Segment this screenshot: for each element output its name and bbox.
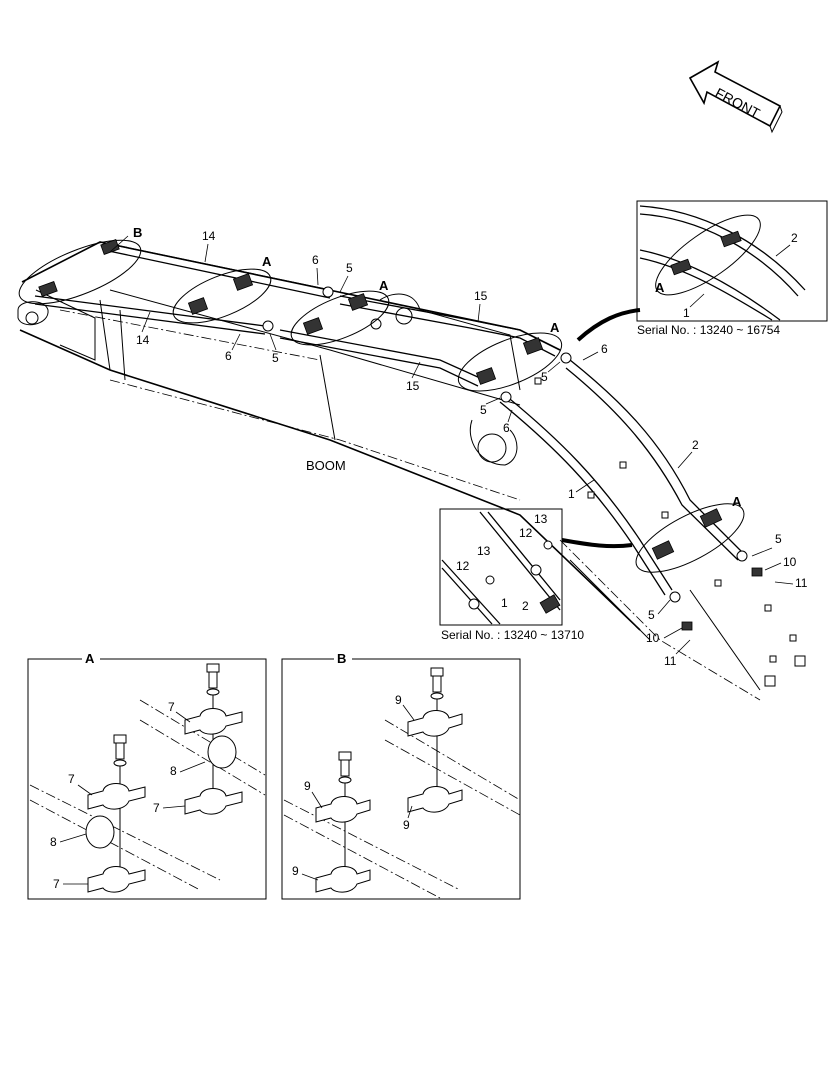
main-callouts: B 14 14 A 6 5 A 6 5 15 15 A 6 5 5 6 2 1 … — [109, 225, 808, 668]
callout-5-4: 5 — [480, 403, 487, 417]
callout-6-2: 6 — [225, 349, 232, 363]
detail-a-callout-7c: 7 — [68, 772, 75, 786]
detail-a-callout-7a: 7 — [168, 700, 175, 714]
callout-a-2: A — [379, 278, 389, 293]
callout-11-2: 11 — [664, 654, 677, 668]
inset-middle-callout-2: 2 — [522, 599, 529, 613]
callout-a-1: A — [262, 254, 272, 269]
boom-label: BOOM — [306, 458, 346, 473]
inset-middle-callout-12a: 12 — [519, 526, 533, 540]
callout-10-2: 10 — [646, 631, 660, 645]
inset-middle-callout-13b: 13 — [477, 544, 491, 558]
clamp-group-a2[interactable] — [284, 280, 395, 356]
front-arrow-icon: FRONT — [688, 60, 783, 134]
callout-5-2: 5 — [272, 351, 279, 365]
inset-middle-callout-12b: 12 — [456, 559, 470, 573]
callout-5-6: 5 — [648, 608, 655, 622]
detail-a-callout-7d: 7 — [53, 877, 60, 891]
detail-b-callout-9b: 9 — [304, 779, 311, 793]
inset-upper: 2 A 1 Serial No. : 13240 ~ 16754 — [576, 200, 828, 342]
callout-10-1: 10 — [783, 555, 797, 569]
detail-b-callout-9c: 9 — [403, 818, 410, 832]
callout-6-4: 6 — [503, 421, 510, 435]
inset-upper-callout-a: A — [655, 280, 665, 295]
callout-a-3: A — [550, 320, 560, 335]
inset-middle-callout-13a: 13 — [534, 512, 548, 526]
callout-6-3: 6 — [601, 342, 608, 356]
inset-upper-serial: Serial No. : 13240 ~ 16754 — [637, 323, 780, 337]
inset-middle-callout-1: 1 — [501, 596, 508, 610]
callout-15-top: 15 — [474, 289, 488, 303]
inset-middle-serial: Serial No. : 13240 ~ 13710 — [441, 628, 584, 642]
callout-2-main: 2 — [692, 438, 699, 452]
clamp-group-a4[interactable] — [627, 490, 754, 585]
inset-upper-callout-1: 1 — [683, 306, 690, 320]
clamp-group-a1[interactable] — [166, 258, 277, 334]
detail-b-box: B 9 9 9 9 — [281, 651, 521, 900]
detail-b-callout-9d: 9 — [292, 864, 299, 878]
detail-b-callout-9a: 9 — [395, 693, 402, 707]
callout-14-bottom: 14 — [136, 333, 150, 347]
callout-5-3: 5 — [541, 370, 548, 384]
callout-15-bottom: 15 — [406, 379, 420, 393]
callout-14-top: 14 — [202, 229, 216, 243]
callout-b-main: B — [133, 225, 142, 240]
pipe-lines — [34, 241, 746, 596]
detail-a-callout-7b: 7 — [153, 801, 160, 815]
clamp-group-a3[interactable] — [451, 321, 569, 403]
detail-a-title: A — [85, 651, 95, 666]
detail-b-title: B — [337, 651, 346, 666]
callout-5-1: 5 — [346, 261, 353, 275]
detail-a-box: A 7 8 7 7 8 7 — [27, 651, 267, 900]
clamp-group-b[interactable] — [11, 227, 148, 316]
callout-11-1: 11 — [795, 576, 808, 590]
callout-1-main: 1 — [568, 487, 575, 501]
detail-a-callout-8b: 8 — [50, 835, 57, 849]
callout-6-1: 6 — [312, 253, 319, 267]
callout-5-5: 5 — [775, 532, 782, 546]
callout-a-4: A — [732, 494, 742, 509]
inset-upper-callout-2: 2 — [791, 231, 798, 245]
detail-a-callout-8a: 8 — [170, 764, 177, 778]
front-label: FRONT — [713, 85, 763, 122]
inset-middle: 13 12 13 12 1 2 Serial No. : 13240 ~ 137… — [439, 508, 633, 642]
fittings — [262, 286, 806, 687]
